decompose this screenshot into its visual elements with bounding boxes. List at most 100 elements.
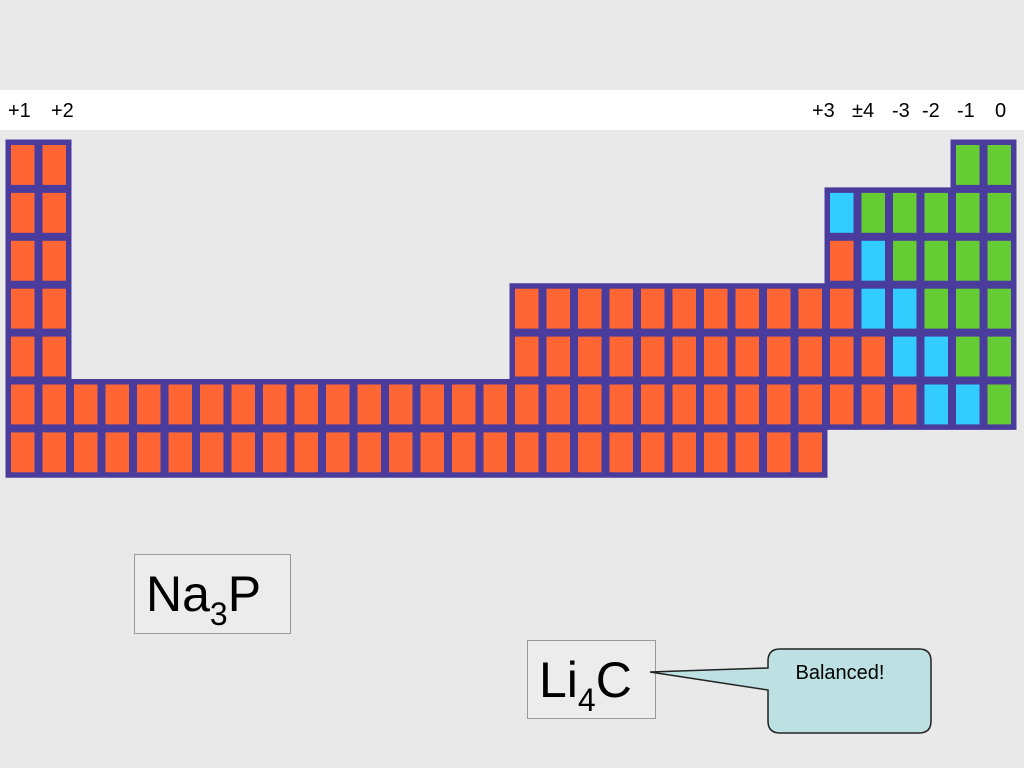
element-cell-metal: [42, 240, 66, 281]
charge-label-group-18: 0: [995, 100, 1007, 122]
element-cell-metal: [357, 384, 381, 425]
element-cell-metal: [767, 336, 791, 377]
element-cell-metal: [578, 336, 602, 377]
element-cell-metal: [672, 336, 696, 377]
element-cell-metal: [546, 336, 570, 377]
element-cell-metal: [641, 432, 665, 473]
element-cell-metal: [798, 288, 822, 329]
element-cell-metal: [263, 432, 287, 473]
element-cell-nonmetal: [924, 288, 948, 329]
charge-label-group-17: -1: [957, 100, 975, 122]
element-cell-metal: [672, 384, 696, 425]
element-cell-metal: [105, 432, 129, 473]
element-cell-metal: [326, 384, 350, 425]
element-cell-metal: [515, 336, 539, 377]
element-cell-metal: [420, 432, 444, 473]
charge-label-group-14: ±4: [852, 100, 875, 122]
element-cell-metal: [767, 384, 791, 425]
formula-na3p-symbol-p: P: [227, 566, 262, 622]
element-cell-metal: [168, 384, 192, 425]
element-cell-metal: [389, 432, 413, 473]
element-cell-metal: [11, 145, 35, 185]
element-cell-metal: [11, 288, 35, 329]
element-cell-metal: [735, 336, 759, 377]
charge-label-group-2: +2: [51, 100, 74, 122]
element-cell-metalloid: [924, 384, 948, 425]
element-cell-metal: [641, 336, 665, 377]
element-cell-nonmetal: [987, 192, 1011, 233]
element-cell-metal: [609, 384, 633, 425]
element-cell-metal: [609, 336, 633, 377]
element-cell-metal: [137, 432, 161, 473]
element-cell-nonmetal: [956, 288, 980, 329]
element-cell-nonmetal: [924, 240, 948, 281]
element-cell-metal: [861, 384, 885, 425]
callout-shape: [649, 648, 932, 734]
element-cell-metal: [11, 384, 35, 425]
element-cell-metal: [798, 336, 822, 377]
element-cell-metal: [42, 384, 66, 425]
element-cell-metalloid: [861, 288, 885, 329]
element-cell-metalloid: [893, 288, 917, 329]
element-cell-metal: [294, 384, 318, 425]
element-cell-metal: [893, 384, 917, 425]
element-cell-metal: [704, 432, 728, 473]
element-cell-metal: [483, 384, 507, 425]
element-cell-metalloid: [830, 192, 854, 233]
formula-na3p: Na3P: [134, 554, 291, 634]
element-cell-metal: [830, 384, 854, 425]
element-cell-metal: [168, 432, 192, 473]
element-cell-metal: [515, 384, 539, 425]
element-cell-metal: [609, 288, 633, 329]
element-cell-metal: [798, 432, 822, 473]
element-cell-nonmetal: [987, 145, 1011, 185]
element-cell-metal: [357, 432, 381, 473]
charge-label-group-15: -3: [892, 100, 910, 122]
element-cell-metal: [641, 288, 665, 329]
periodic-table-outline: [5, 139, 1017, 478]
element-cell-metalloid: [956, 384, 980, 425]
element-cell-metal: [231, 384, 255, 425]
element-cell-metal: [74, 432, 98, 473]
element-cell-nonmetal: [924, 192, 948, 233]
element-cell-metal: [452, 384, 476, 425]
element-cell-metal: [861, 336, 885, 377]
element-cell-metal: [137, 384, 161, 425]
formula-na3p-subscript: 3: [209, 596, 228, 632]
formula-li4c-symbol-c: C: [595, 652, 632, 708]
element-cell-metalloid: [893, 336, 917, 377]
element-cell-nonmetal: [956, 145, 980, 185]
element-cell-metal: [641, 384, 665, 425]
charge-band: [0, 90, 1024, 130]
element-cell-metal: [42, 432, 66, 473]
element-cell-metal: [483, 432, 507, 473]
element-cell-metal: [830, 288, 854, 329]
element-cell-metal: [452, 432, 476, 473]
element-cell-metal: [546, 288, 570, 329]
element-cell-metal: [42, 336, 66, 377]
element-cell-metal: [11, 432, 35, 473]
element-cell-metal: [767, 432, 791, 473]
element-cell-metal: [578, 432, 602, 473]
element-cell-metal: [735, 384, 759, 425]
element-cell-metal: [704, 336, 728, 377]
formula-li4c-symbol-li: Li: [539, 652, 578, 708]
element-cell-metal: [704, 384, 728, 425]
charge-label-group-13: +3: [812, 100, 835, 122]
element-cell-metal: [672, 288, 696, 329]
element-cell-nonmetal: [861, 192, 885, 233]
element-cell-metal: [704, 288, 728, 329]
element-cell-metal: [263, 384, 287, 425]
element-cell-metal: [11, 192, 35, 233]
element-cell-metal: [231, 432, 255, 473]
element-cell-metal: [200, 384, 224, 425]
element-cell-metal: [830, 336, 854, 377]
charge-label-group-16: -2: [922, 100, 940, 122]
element-cell-metal: [578, 384, 602, 425]
element-cell-metal: [200, 432, 224, 473]
element-cell-metal: [546, 432, 570, 473]
element-cell-nonmetal: [956, 240, 980, 281]
element-cell-metal: [767, 288, 791, 329]
